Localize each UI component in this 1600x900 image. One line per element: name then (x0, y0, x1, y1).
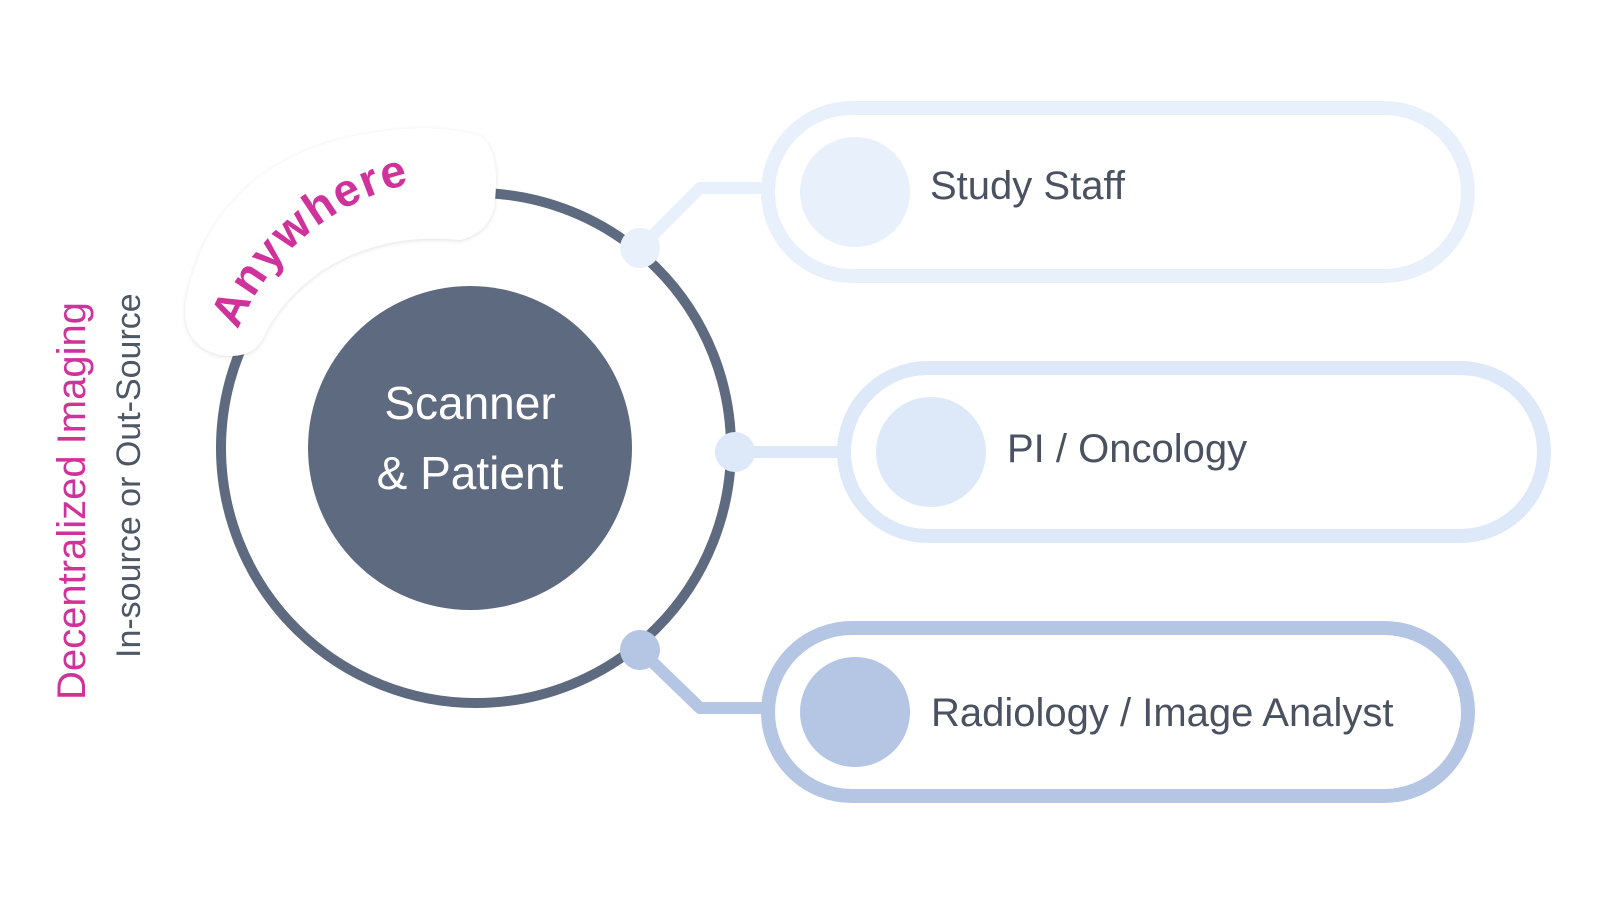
side-title-main: Decentralized Imaging (50, 302, 94, 700)
role-dot-radiology (800, 657, 910, 767)
role-label-study-staff: Study Staff (930, 164, 1125, 208)
node-study-staff (620, 228, 660, 268)
role-card-radiology (761, 621, 1475, 803)
anywhere-badge (185, 128, 496, 356)
role-label-radiology: Radiology / Image Analyst (931, 691, 1394, 735)
connector-study-staff (635, 182, 768, 253)
side-title-sub: In-source or Out-Source (110, 293, 148, 658)
role-card-study-staff (761, 101, 1475, 283)
node-radiology (620, 630, 660, 670)
role-label-pi-oncology: PI / Oncology (1007, 427, 1248, 471)
hub-circle (308, 286, 632, 610)
node-pi-oncology (715, 432, 755, 472)
role-dot-study-staff (800, 137, 910, 247)
connector-radiology (635, 645, 768, 714)
role-dot-pi-oncology (876, 397, 986, 507)
role-card-pi-oncology (837, 361, 1551, 543)
hub-label-line-2: & Patient (376, 447, 564, 499)
hub-label-line-1: Scanner (384, 377, 556, 429)
